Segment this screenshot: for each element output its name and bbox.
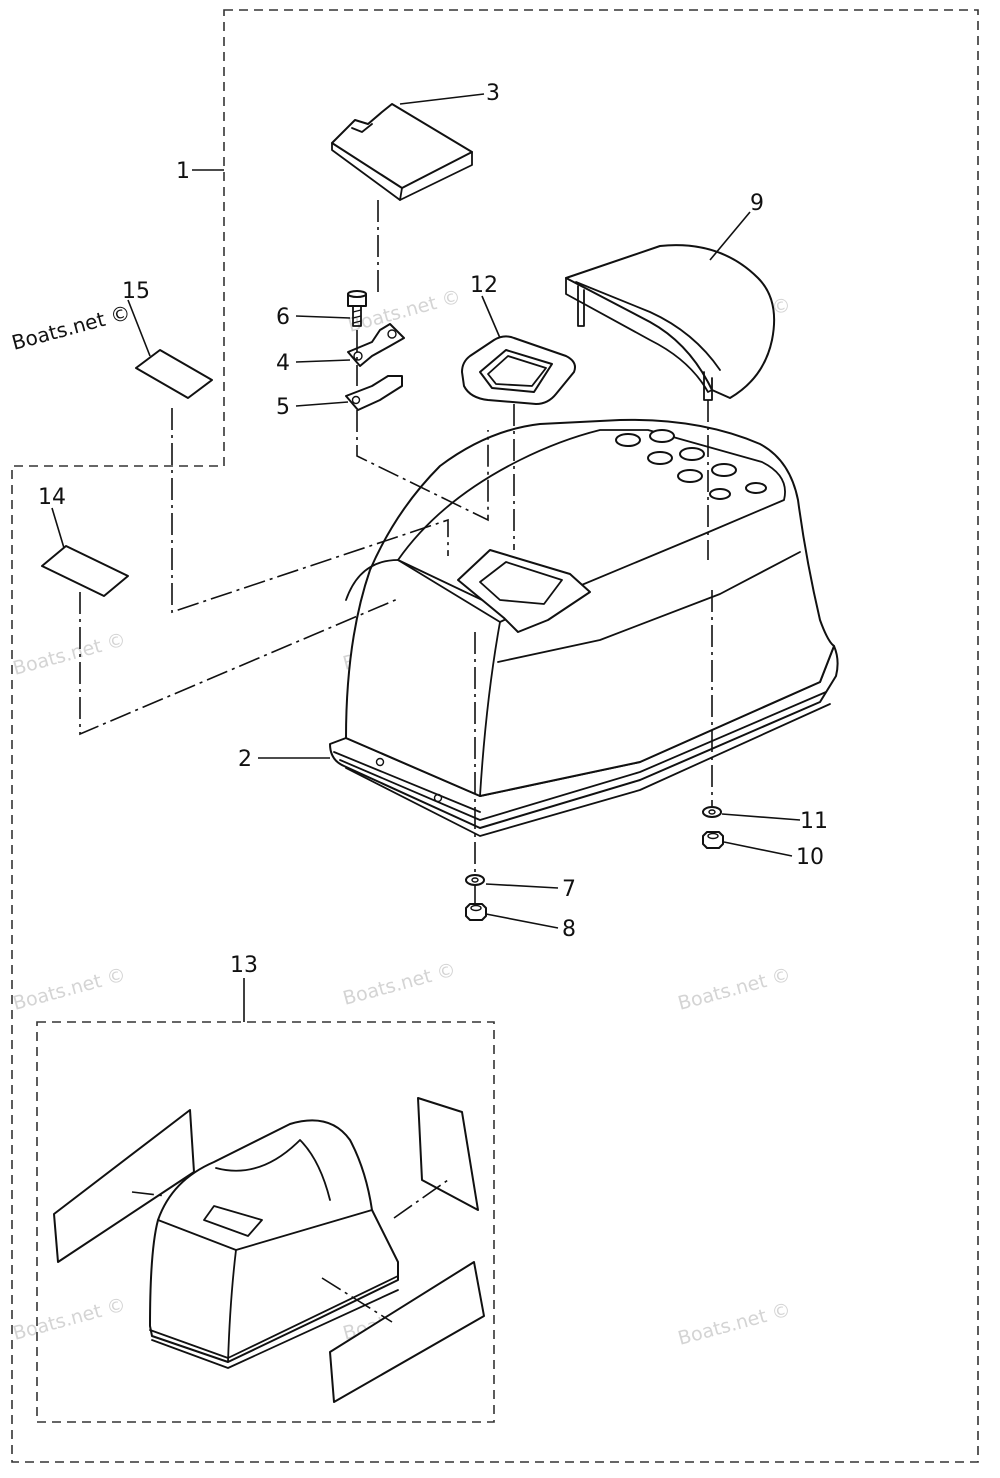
decal-set-boundary: [36, 1021, 495, 1423]
washer-rear: [702, 806, 722, 818]
callout-9: 9: [750, 191, 764, 216]
rear-cover: [565, 244, 776, 401]
callout-1: 1: [176, 159, 190, 184]
callout-6: 6: [276, 305, 290, 330]
watermark: Boats.net ©: [11, 964, 129, 1015]
callout-7: 7: [562, 877, 576, 902]
watermark-dark: Boats.net ©: [9, 300, 133, 355]
watermark: Boats.net ©: [11, 1294, 129, 1345]
leader-lines: [51, 93, 801, 1022]
watermark: Boats.net ©: [341, 959, 459, 1010]
grommet: [461, 335, 576, 405]
label-14: [41, 545, 129, 597]
callout-3: 3: [486, 81, 500, 106]
washer-front: [465, 874, 485, 886]
callout-12: 12: [470, 273, 498, 298]
callout-10: 10: [796, 845, 824, 870]
callout-4: 4: [276, 351, 290, 376]
callout-8: 8: [562, 917, 576, 942]
nut-rear: [702, 831, 724, 849]
assembly-boundary: [11, 9, 979, 1463]
callout-15: 15: [122, 279, 150, 304]
top-cowling: [329, 418, 839, 837]
callout-13: 13: [230, 953, 258, 978]
watermark: Boats.net ©: [676, 1299, 794, 1350]
cover-plate: [331, 103, 473, 201]
watermark: Boats.net ©: [11, 629, 129, 680]
bolt: [347, 290, 367, 327]
callout-14: 14: [38, 485, 66, 510]
nut-front: [465, 903, 487, 921]
alignment-lines: [79, 200, 713, 904]
decal-set-drawing: [53, 1097, 485, 1403]
mounting-plate: [345, 375, 403, 411]
bracket: [347, 323, 405, 367]
callout-11: 11: [800, 809, 828, 834]
callout-2: 2: [238, 747, 252, 772]
callout-5: 5: [276, 395, 290, 420]
callout-numbers: 1 2 3 4 5 6 7 8 9 10 11 12 13 14 15: [38, 81, 828, 978]
label-15: [135, 349, 213, 399]
watermark: Boats.net ©: [676, 964, 794, 1015]
